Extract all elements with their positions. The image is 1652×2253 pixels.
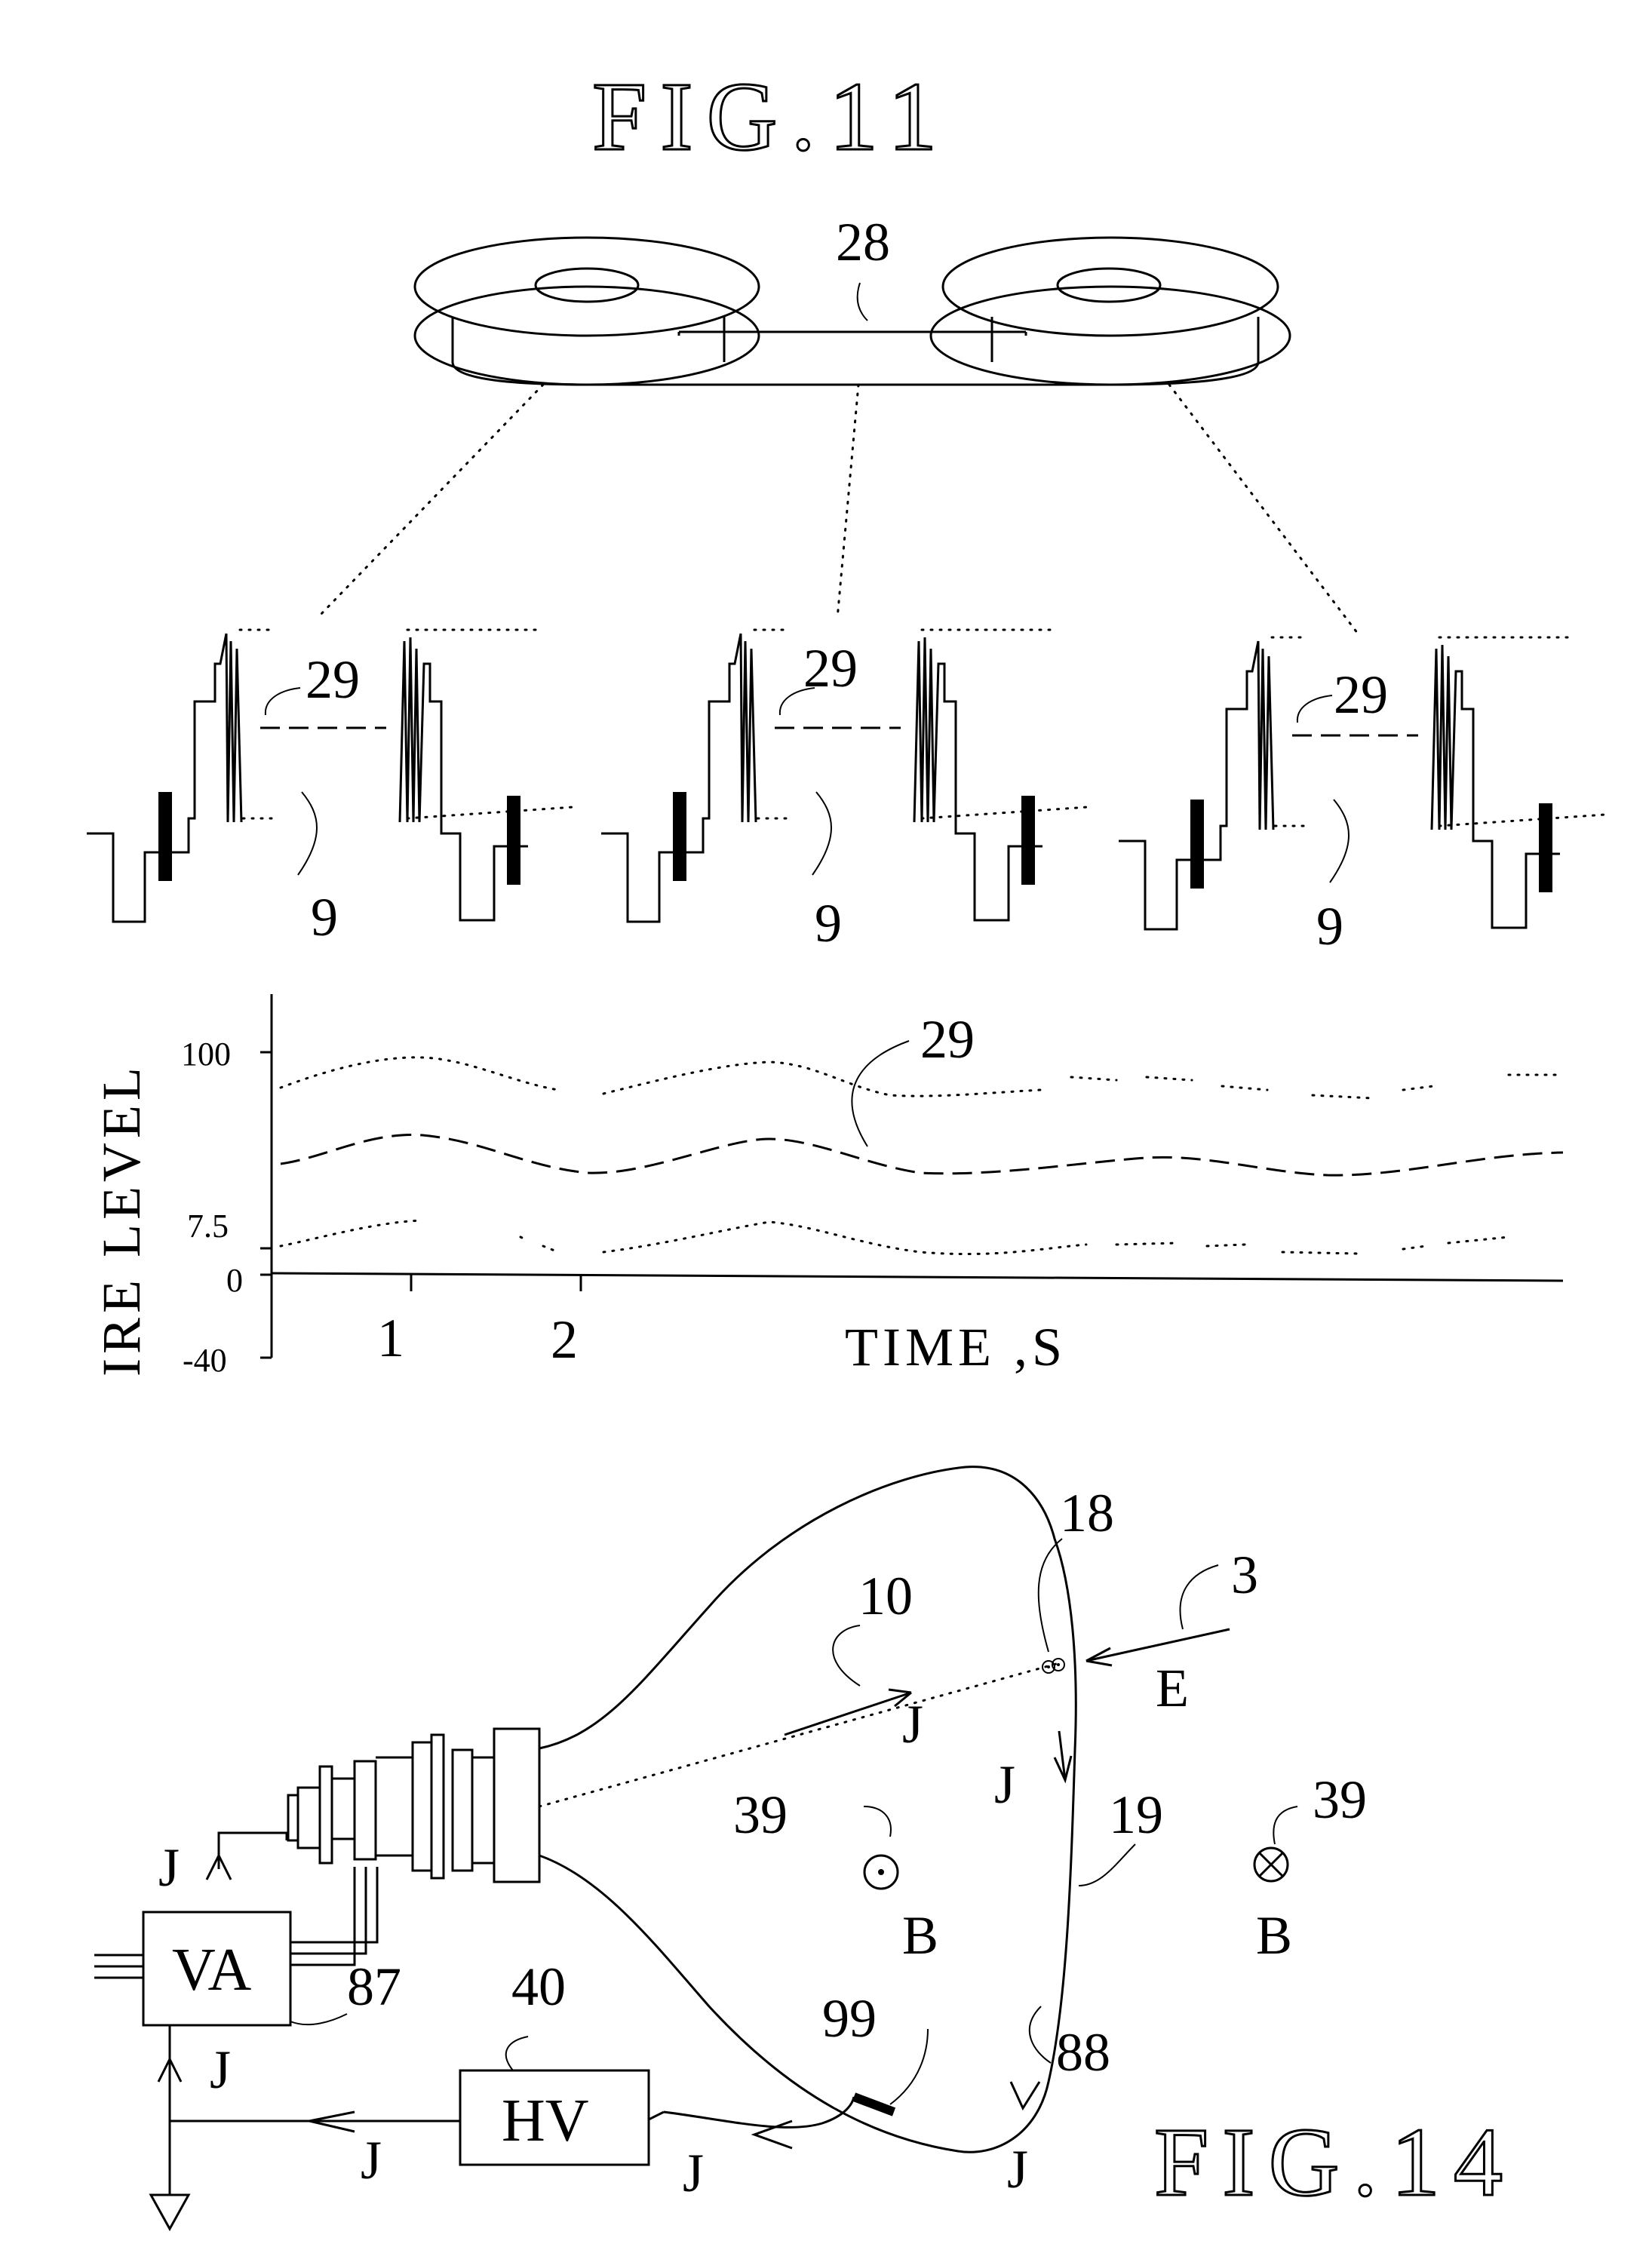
projection-lines [315,383,1359,635]
label-J-return: J [1007,2139,1028,2199]
burst-bar-right [507,796,520,885]
fig14-title: FIG.14 [1154,2108,1516,2217]
label-J-hv-right: J [683,2143,704,2203]
x-axis [271,1272,1564,1282]
va-box-label: VA [172,1937,251,2003]
signal-staircase-right [398,637,528,922]
y-tick-7-5: 7.5 [187,1208,229,1245]
label-88: 88 [1056,2022,1110,2083]
video-signal-segments [87,628,1607,931]
label-B-left: B [902,1905,938,1966]
label-99: 99 [822,1988,877,2049]
va-box [142,1911,292,2027]
burst-bar-left [673,792,686,881]
field-cross-lines [1258,1852,1284,1877]
label-J-ground: J [210,2040,231,2100]
label-J-hv-left: J [361,2130,382,2190]
signal-label-29-a: 29 [306,649,360,710]
label-J-neck: J [158,1837,180,1898]
signal-label-29-c: 29 [1334,665,1388,725]
label-J-screen: J [994,1754,1015,1815]
burst-bar-right [1539,803,1552,892]
signal-staircase-right [1430,644,1560,929]
tape-label-28: 28 [836,212,890,272]
label-87: 87 [347,1957,401,2017]
hv-box [459,2069,650,2166]
burst-bar-right [1021,796,1035,885]
signal-segment-1 [87,628,575,923]
label-40: 40 [511,1957,566,2017]
field-dot-out-icon [863,1854,899,1890]
label-J-beam: J [902,1694,923,1754]
signal-staircase-left [601,633,757,923]
signal-label-29-b: 29 [803,638,858,698]
fig14-leaders [290,1538,1298,2105]
label-3: 3 [1231,1545,1258,1605]
label-39-left: 39 [733,1785,788,1845]
label-19: 19 [1109,1785,1163,1845]
label-B-right: B [1256,1905,1292,1966]
signal-segment-3 [1119,636,1607,931]
lower-level-curve [279,1219,1510,1256]
field-cross-in-icon [1253,1846,1289,1883]
ire-graph [260,994,1564,1359]
pulse-label-9-c: 9 [1316,896,1343,956]
signal-staircase-left [87,633,243,923]
graph-ylabel: IRE LEVEL [91,1063,152,1377]
signal-staircase-right [913,637,1042,922]
y-tick-100: 100 [181,1036,231,1073]
anode-button-99 [852,2092,896,2116]
pulse-label-9-b: 9 [815,893,842,953]
burst-bar-left [1190,800,1204,889]
y-tick-0: 0 [226,1262,243,1299]
fig14-arrows [149,1628,1230,2232]
burst-bar-left [158,792,172,881]
field-dot-center [878,1869,884,1875]
label-39-right: 39 [1313,1770,1367,1830]
signal-staircase-left [1119,640,1275,931]
electron-beam [538,1662,1058,1808]
curve-leader-29 [851,1040,910,1147]
signal-segment-2 [601,628,1089,923]
y-tick-minus-40: -40 [183,1342,227,1379]
hv-box-label: HV [502,2088,589,2154]
label-E: E [1156,1658,1189,1718]
pulse-label-9-a: 9 [311,887,338,947]
crt-bulb-outline [539,1466,1077,2153]
crt-tube [287,1466,1077,2153]
curve-label-29: 29 [920,1009,975,1070]
fig11-title: FIG.11 [592,63,950,171]
ire-curve-29 [280,1134,1564,1177]
x-tick-2: 2 [551,1309,578,1370]
label-10: 10 [858,1566,913,1626]
tape-reels [413,236,1291,386]
label-18: 18 [1060,1483,1114,1543]
graph-xlabel: TIME ,S [845,1317,1067,1377]
upper-level-curve [279,1056,1563,1100]
tape-leader-28 [856,282,868,321]
drive-circuit [94,1867,665,2166]
x-tick-1: 1 [377,1308,404,1368]
